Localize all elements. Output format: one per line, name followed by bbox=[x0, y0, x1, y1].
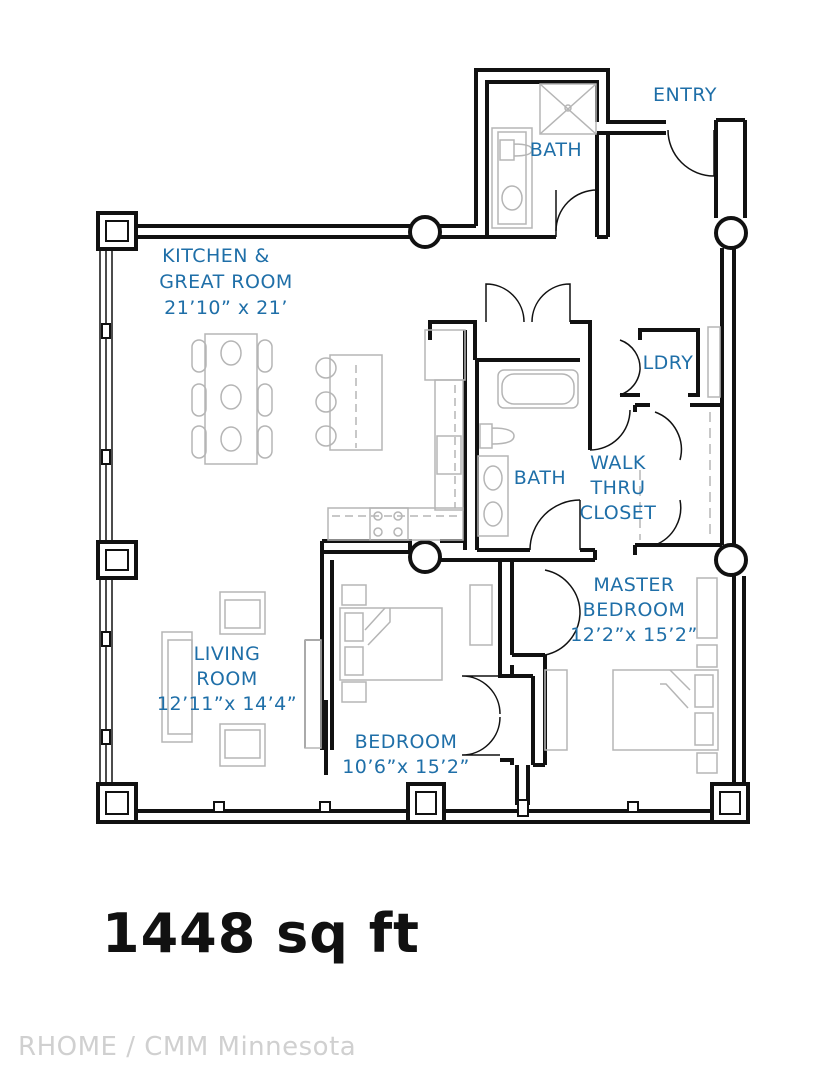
label-kitchen-3: 21’10” x 21’ bbox=[164, 297, 288, 319]
label-master-3: 12’2”x 15’2” bbox=[570, 624, 698, 646]
master-closet-shelf bbox=[696, 577, 718, 639]
label-bedroom-1: BEDROOM bbox=[355, 731, 458, 753]
label-laundry: LDRY bbox=[643, 352, 694, 374]
vanity-bath2 bbox=[477, 455, 509, 537]
label-master-2: BEDROOM bbox=[583, 599, 686, 621]
shower bbox=[539, 83, 597, 135]
nightstand-2 bbox=[341, 681, 367, 703]
label-master-1: MASTER bbox=[593, 574, 674, 596]
label-living-2: ROOM bbox=[196, 668, 258, 690]
master-bed bbox=[612, 669, 719, 751]
bathtub bbox=[497, 369, 579, 409]
label-kitchen-2: GREAT ROOM bbox=[159, 271, 293, 293]
master-dresser bbox=[544, 669, 568, 751]
column-round-east bbox=[714, 216, 748, 250]
armchair-2 bbox=[219, 723, 266, 767]
label-living-3: 12’11”x 14’4” bbox=[157, 693, 297, 715]
room-labels: ENTRY BATH KITCHEN & GREAT ROOM 21’10” x… bbox=[157, 84, 717, 778]
armchair-1 bbox=[219, 591, 266, 635]
master-nightstand-1 bbox=[696, 644, 718, 668]
label-closet-2: THRU bbox=[589, 477, 645, 499]
doors bbox=[304, 129, 715, 756]
kitchen-sink bbox=[436, 435, 462, 475]
label-bath1: BATH bbox=[530, 139, 582, 161]
nightstand-1 bbox=[341, 584, 367, 606]
master-nightstand-2 bbox=[696, 752, 718, 774]
tv-console bbox=[304, 639, 322, 749]
toilet-bath1 bbox=[499, 139, 533, 161]
square-footage: 1448 sq ft bbox=[102, 902, 420, 965]
column-round-center bbox=[408, 540, 442, 574]
walls bbox=[135, 68, 747, 824]
label-living-1: LIVING bbox=[194, 643, 261, 665]
range bbox=[369, 507, 409, 541]
dining-table bbox=[204, 333, 258, 465]
sink-bath1 bbox=[501, 185, 523, 211]
fixtures bbox=[161, 83, 721, 774]
label-kitchen-1: KITCHEN & bbox=[162, 245, 270, 267]
label-closet-1: WALK bbox=[590, 452, 646, 474]
column-round-southeast bbox=[714, 543, 748, 577]
columns bbox=[96, 211, 750, 824]
west-window-wall bbox=[99, 250, 113, 785]
toilet-bath2 bbox=[479, 423, 515, 449]
south-window-marks bbox=[213, 799, 639, 817]
bedroom-bed bbox=[339, 607, 443, 681]
label-entry: ENTRY bbox=[653, 84, 717, 106]
floor-plan: ENTRY BATH KITCHEN & GREAT ROOM 21’10” x… bbox=[96, 68, 750, 824]
kitchen-counter-vertical bbox=[434, 379, 464, 511]
vanity-bath1 bbox=[491, 127, 533, 229]
watermark: RHOME / CMM Minnesota bbox=[18, 1032, 357, 1062]
label-bedroom-2: 10’6”x 15’2” bbox=[342, 756, 470, 778]
kitchen-island bbox=[329, 354, 383, 451]
label-closet-3: CLOSET bbox=[580, 502, 657, 524]
sofa bbox=[161, 631, 193, 743]
bedroom-dresser bbox=[469, 584, 493, 646]
laundry-shelf bbox=[707, 326, 721, 398]
label-bath2: BATH bbox=[514, 467, 566, 489]
column-round-north bbox=[408, 215, 442, 249]
